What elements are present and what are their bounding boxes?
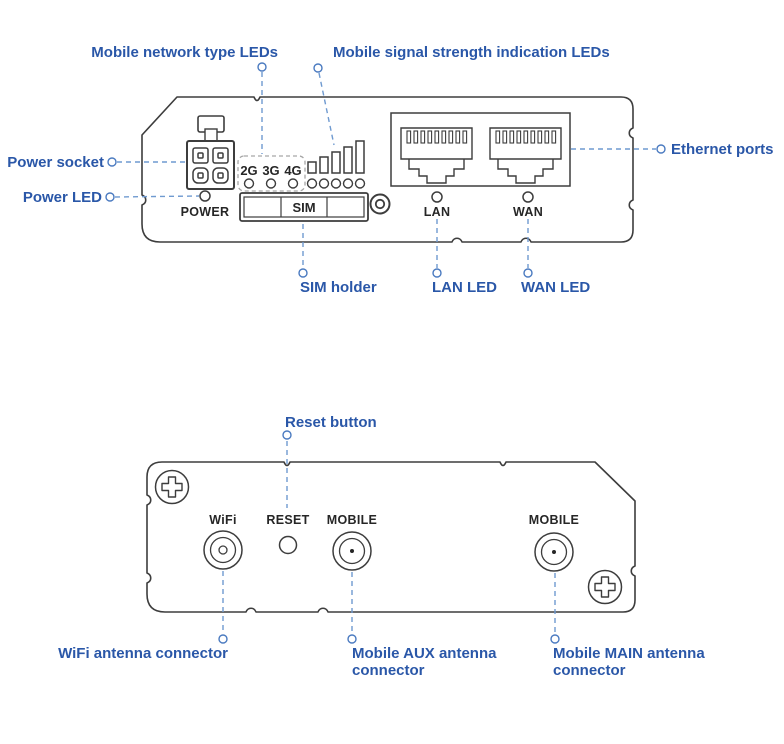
screw-bottom-right [587,569,623,605]
wan-led [522,191,534,203]
wifi-label: WiFi [209,513,236,527]
callout-mobile-signal-strength: Mobile signal strength indication LEDs [333,44,610,61]
wifi-antenna-connector [203,530,243,570]
screw-top-left [154,469,190,505]
lan-led [431,191,443,203]
back-panel-outline [146,461,636,613]
leader-dot [105,192,115,202]
callout-wifi-antenna: WiFi antenna connector [58,645,228,662]
callout-mobile-aux-line2: connector [352,662,425,679]
callout-mobile-network-type: Mobile network type LEDs [91,44,278,61]
callout-mobile-aux-line1: Mobile AUX antenna [352,645,497,662]
leader-dot [347,634,357,644]
callout-mobile-main-line2: connector [553,662,626,679]
leader-dot [298,268,308,278]
lan-label: LAN [424,205,451,219]
sim-label: SIM [292,200,315,215]
signal-strength-leds [306,178,366,189]
callout-ethernet-ports: Ethernet ports [671,141,774,158]
leader-mobile-signal [318,72,335,146]
front-panel-callouts: Mobile network type LEDs Mobile signal s… [7,44,773,296]
leader-dot [107,157,117,167]
mobile-aux-label: MOBILE [327,513,377,527]
callout-mobile-main-line1: Mobile MAIN antenna [553,645,705,662]
power-socket-pins [192,147,229,184]
leader-dot [656,144,666,154]
callout-power-led: Power LED [23,189,102,206]
callout-wan-led: WAN LED [521,279,590,296]
leader-dot [218,634,228,644]
network-type-leds [243,178,299,189]
leader-dot [313,63,323,73]
leader-dot [282,430,292,440]
power-socket [186,115,235,190]
mobile-main-antenna-connector [534,532,574,572]
signal-strength-bars [307,140,365,174]
callout-power-socket: Power socket [7,154,104,171]
power-label: POWER [181,205,230,219]
callout-lan-led: LAN LED [432,279,497,296]
leader-dot [257,62,267,72]
network-led-box: 2G 3G 4G [237,155,306,192]
ethernet-ports [390,112,571,187]
wan-label: WAN [513,205,543,219]
back-panel: WiFi RESET MOBILE MOBILE [146,461,636,613]
reset-label: RESET [266,513,309,527]
leader-dot [523,268,533,278]
led-2g-label: 2G [240,163,257,178]
led-3g-label: 3G [262,163,279,178]
sim-holder: SIM [239,192,369,222]
leader-dot [550,634,560,644]
power-led [199,190,211,202]
reset-button [278,535,298,555]
callout-reset-button: Reset button [285,414,377,431]
mobile-main-label: MOBILE [529,513,579,527]
mobile-aux-antenna-connector [332,531,372,571]
callout-sim-holder: SIM holder [300,279,377,296]
leader-dot [432,268,442,278]
mounting-nut [369,193,391,215]
front-panel: POWER 2G 3G 4G [141,96,634,243]
led-4g-label: 4G [284,163,301,178]
back-panel-callouts: Reset button WiFi antenna connector Mobi… [58,414,705,679]
